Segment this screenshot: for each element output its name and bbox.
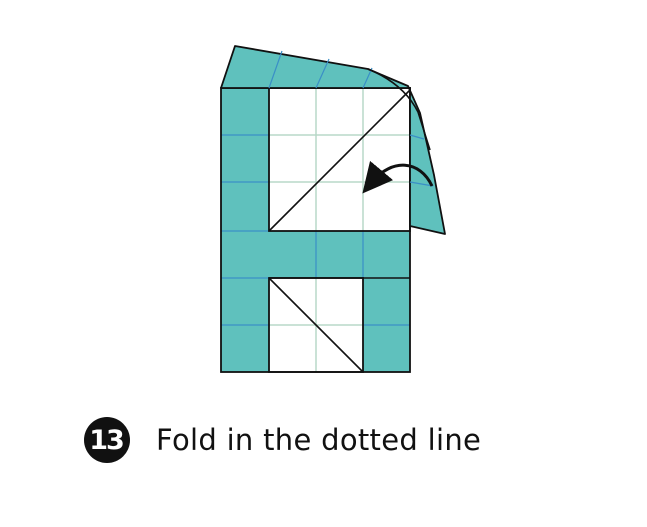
diagonal-creases: [268, 89, 411, 373]
step-instruction-text: Fold in the dotted line: [156, 423, 482, 457]
origami-fold-diagram: [220, 45, 446, 373]
lower-diagonal-crease: [268, 277, 364, 373]
top-folded-flap: [220, 45, 446, 235]
left-colored-strip: [221, 88, 269, 372]
flap-curl-edge: [367, 68, 431, 151]
step-instruction-row: 13 Fold in the dotted line: [84, 416, 481, 464]
top-flap-shape: [220, 45, 446, 235]
curved-arrow-left-icon: [362, 160, 434, 194]
step-number: 13: [89, 424, 125, 456]
middle-colored-bar: [269, 231, 410, 278]
step-number-badge: 13: [84, 417, 130, 463]
upper-diagonal-crease: [268, 89, 411, 232]
